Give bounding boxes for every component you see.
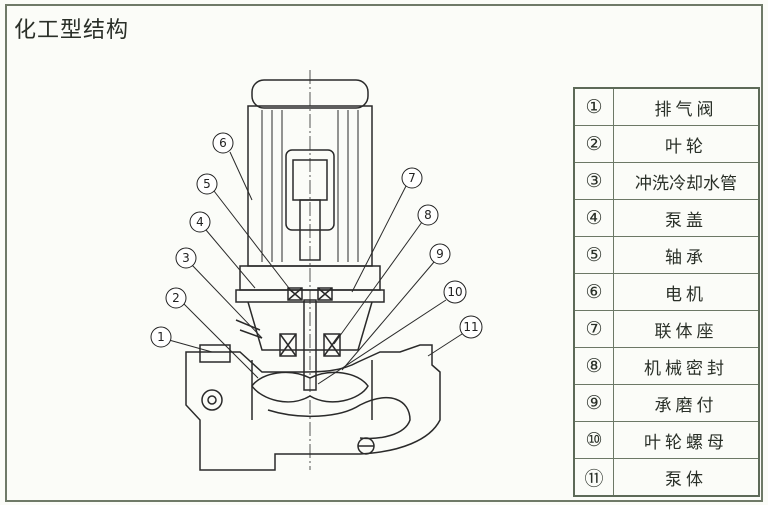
- part-name: 机械密封: [613, 347, 760, 385]
- part-number: ③: [573, 162, 614, 200]
- part-name: 冲洗冷却水管: [613, 162, 760, 200]
- svg-text:4: 4: [196, 215, 204, 229]
- part-number: ⑩: [573, 421, 614, 459]
- svg-text:1: 1: [157, 330, 165, 344]
- part-number: ④: [573, 199, 614, 237]
- svg-text:2: 2: [172, 291, 180, 305]
- part-number: ⑧: [573, 347, 614, 385]
- callout-5: 5: [196, 173, 218, 195]
- svg-text:9: 9: [436, 247, 444, 261]
- callout-1: 1: [150, 326, 172, 348]
- callout-8: 8: [417, 204, 439, 226]
- callout-6: 6: [212, 132, 234, 154]
- part-number: ①: [573, 87, 614, 126]
- pump-casing: [185, 344, 441, 471]
- part-number: ⑥: [573, 273, 614, 311]
- callout-7: 7: [401, 167, 423, 189]
- part-name: 轴承: [613, 236, 760, 274]
- part-name: 叶轮: [613, 125, 760, 163]
- svg-text:6: 6: [219, 136, 227, 150]
- callout-10: 10: [443, 280, 467, 304]
- part-number: ⑦: [573, 310, 614, 348]
- callout-11: 11: [459, 315, 483, 339]
- part-name: 电机: [613, 273, 760, 311]
- svg-text:5: 5: [203, 177, 211, 191]
- svg-text:10: 10: [447, 285, 462, 299]
- part-name: 泵盖: [613, 199, 760, 237]
- part-number: ⑤: [573, 236, 614, 274]
- callout-3: 3: [175, 247, 197, 269]
- part-name: 排气阀: [613, 87, 760, 126]
- callout-4: 4: [189, 211, 211, 233]
- part-name: 联体座: [613, 310, 760, 348]
- part-name: 叶轮螺母: [613, 421, 760, 459]
- part-name: 泵体: [613, 458, 760, 497]
- svg-text:8: 8: [424, 208, 432, 222]
- diagram-border: [5, 4, 763, 502]
- part-number: ⑨: [573, 384, 614, 422]
- part-name: 承磨付: [613, 384, 760, 422]
- part-number: ⑪: [573, 458, 614, 497]
- callout-2: 2: [165, 287, 187, 309]
- svg-text:7: 7: [408, 171, 416, 185]
- svg-text:11: 11: [463, 320, 478, 334]
- leader-lines: [168, 151, 463, 385]
- diagram-title: 化工型结构: [14, 18, 130, 43]
- svg-text:3: 3: [182, 251, 190, 265]
- part-number: ②: [573, 125, 614, 163]
- callout-9: 9: [429, 243, 451, 265]
